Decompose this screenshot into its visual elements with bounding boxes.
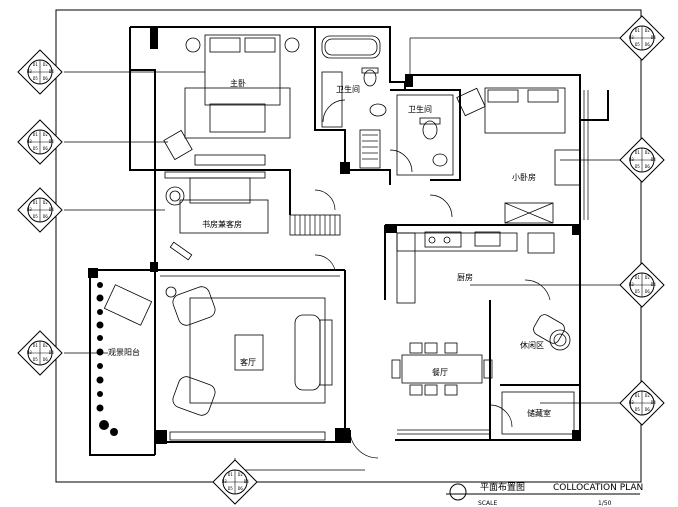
scale-value: 1/50 bbox=[598, 500, 612, 507]
elevation-tag-code: D2 bbox=[645, 275, 650, 280]
room-label-small-bedroom: 小卧房 bbox=[512, 172, 536, 182]
room-label-kitchen: 厨房 bbox=[457, 272, 473, 282]
scale-label: SCALE bbox=[478, 500, 497, 507]
room-labels: 主卧 卫生间 卫生间 小卧房 书房兼客房 厨房 观景阳台 客厅 餐厅 休闲区 储… bbox=[108, 78, 551, 418]
elevation-tag-code: D6 bbox=[238, 486, 243, 491]
elevation-tag-code: D1 bbox=[228, 472, 233, 477]
elevation-tag-code: D2 bbox=[238, 472, 243, 477]
elevation-tag-code: D4 bbox=[49, 69, 54, 74]
elevation-tag-code: D3 bbox=[27, 139, 32, 144]
elevation-tag-code: D1 bbox=[33, 343, 38, 348]
elevation-tag-code: D2 bbox=[645, 150, 650, 155]
elevation-tag-code: D6 bbox=[43, 214, 48, 219]
elevation-tag-code: D5 bbox=[635, 289, 640, 294]
elevation-tag-code: D4 bbox=[244, 479, 249, 484]
elevation-tag-code: D1 bbox=[635, 275, 640, 280]
closet-hatch bbox=[294, 134, 378, 235]
elevation-tag-code: D6 bbox=[645, 164, 650, 169]
elevation-tag-code: D5 bbox=[635, 42, 640, 47]
plan-title-cn: 平面布置图 bbox=[480, 481, 525, 493]
elevation-tag-code: D1 bbox=[635, 28, 640, 33]
window-lines bbox=[160, 90, 589, 435]
elevation-tag-code: D4 bbox=[651, 157, 656, 162]
elevation-tag-code: D2 bbox=[645, 393, 650, 398]
elevation-tag-code: D2 bbox=[43, 132, 48, 137]
room-label-leisure: 休闲区 bbox=[520, 340, 544, 350]
elevation-tag-code: D2 bbox=[645, 28, 650, 33]
leader-lines bbox=[64, 37, 630, 471]
balcony-plants bbox=[96, 282, 118, 436]
elevation-tag-code: D4 bbox=[49, 207, 54, 212]
elevation-tag-code: D5 bbox=[635, 407, 640, 412]
elevation-tag-code: D1 bbox=[33, 62, 38, 67]
title-block: 平面布置图 COLLOCATION PLAN SCALE 1/50 bbox=[446, 481, 643, 507]
elevation-tag-code: D5 bbox=[635, 164, 640, 169]
plan-title-en: COLLOCATION PLAN bbox=[553, 483, 643, 493]
elevation-tag-code: D4 bbox=[49, 139, 54, 144]
elevation-tag-code: D1 bbox=[33, 132, 38, 137]
elevation-tag-code: D4 bbox=[49, 350, 54, 355]
room-label-dining-room: 餐厅 bbox=[432, 368, 448, 377]
elevation-tag-code: D3 bbox=[27, 350, 32, 355]
elevation-tag-code: D3 bbox=[27, 69, 32, 74]
drawing-frame bbox=[55, 9, 642, 483]
elevation-tag-code: D6 bbox=[645, 289, 650, 294]
elevation-tag-code: D2 bbox=[43, 200, 48, 205]
elevation-tag-code: D3 bbox=[222, 479, 227, 484]
elevation-tag-code: D2 bbox=[43, 62, 48, 67]
elevation-tag-code: D5 bbox=[33, 214, 38, 219]
elevation-tag-code: D5 bbox=[33, 76, 38, 81]
elevation-tag-code: D1 bbox=[635, 150, 640, 155]
room-label-storage: 储藏室 bbox=[527, 408, 551, 418]
elevation-tag-code: D6 bbox=[43, 357, 48, 362]
elevation-tag-code: D3 bbox=[629, 282, 634, 287]
elevation-tag-code: D6 bbox=[43, 146, 48, 151]
elevation-tag-code: D6 bbox=[645, 407, 650, 412]
elevation-tag-code: D3 bbox=[629, 157, 634, 162]
elevation-tag-code: D3 bbox=[629, 35, 634, 40]
elevation-tag-code: D5 bbox=[228, 486, 233, 491]
elevation-tag-code: D6 bbox=[645, 42, 650, 47]
room-label-living-room: 客厅 bbox=[240, 357, 256, 367]
elevation-tag-code: D6 bbox=[43, 76, 48, 81]
elevation-tag-code: D1 bbox=[33, 200, 38, 205]
door-swings bbox=[314, 99, 551, 459]
elevation-tag-code: D1 bbox=[635, 393, 640, 398]
room-label-master-bedroom: 主卧 bbox=[230, 78, 246, 88]
elevation-tag-code: D3 bbox=[629, 400, 634, 405]
elevation-tag-code: D3 bbox=[27, 207, 32, 212]
elevation-tag-code: D4 bbox=[651, 282, 656, 287]
elevation-tag-code: D2 bbox=[43, 343, 48, 348]
room-label-bathroom-2: 卫生间 bbox=[408, 104, 432, 114]
north-marker-icon bbox=[449, 483, 467, 501]
room-label-balcony: 观景阳台 bbox=[108, 347, 140, 357]
room-label-bathroom-1: 卫生间 bbox=[336, 84, 360, 94]
elevation-tag-code: D5 bbox=[33, 357, 38, 362]
elevation-tag-code: D4 bbox=[651, 35, 656, 40]
furniture bbox=[103, 34, 581, 441]
elevation-tag-code: D4 bbox=[651, 400, 656, 405]
elevation-tag-code: D5 bbox=[33, 146, 38, 151]
wall-columns bbox=[88, 27, 580, 444]
room-label-study: 书房兼客房 bbox=[202, 219, 242, 229]
